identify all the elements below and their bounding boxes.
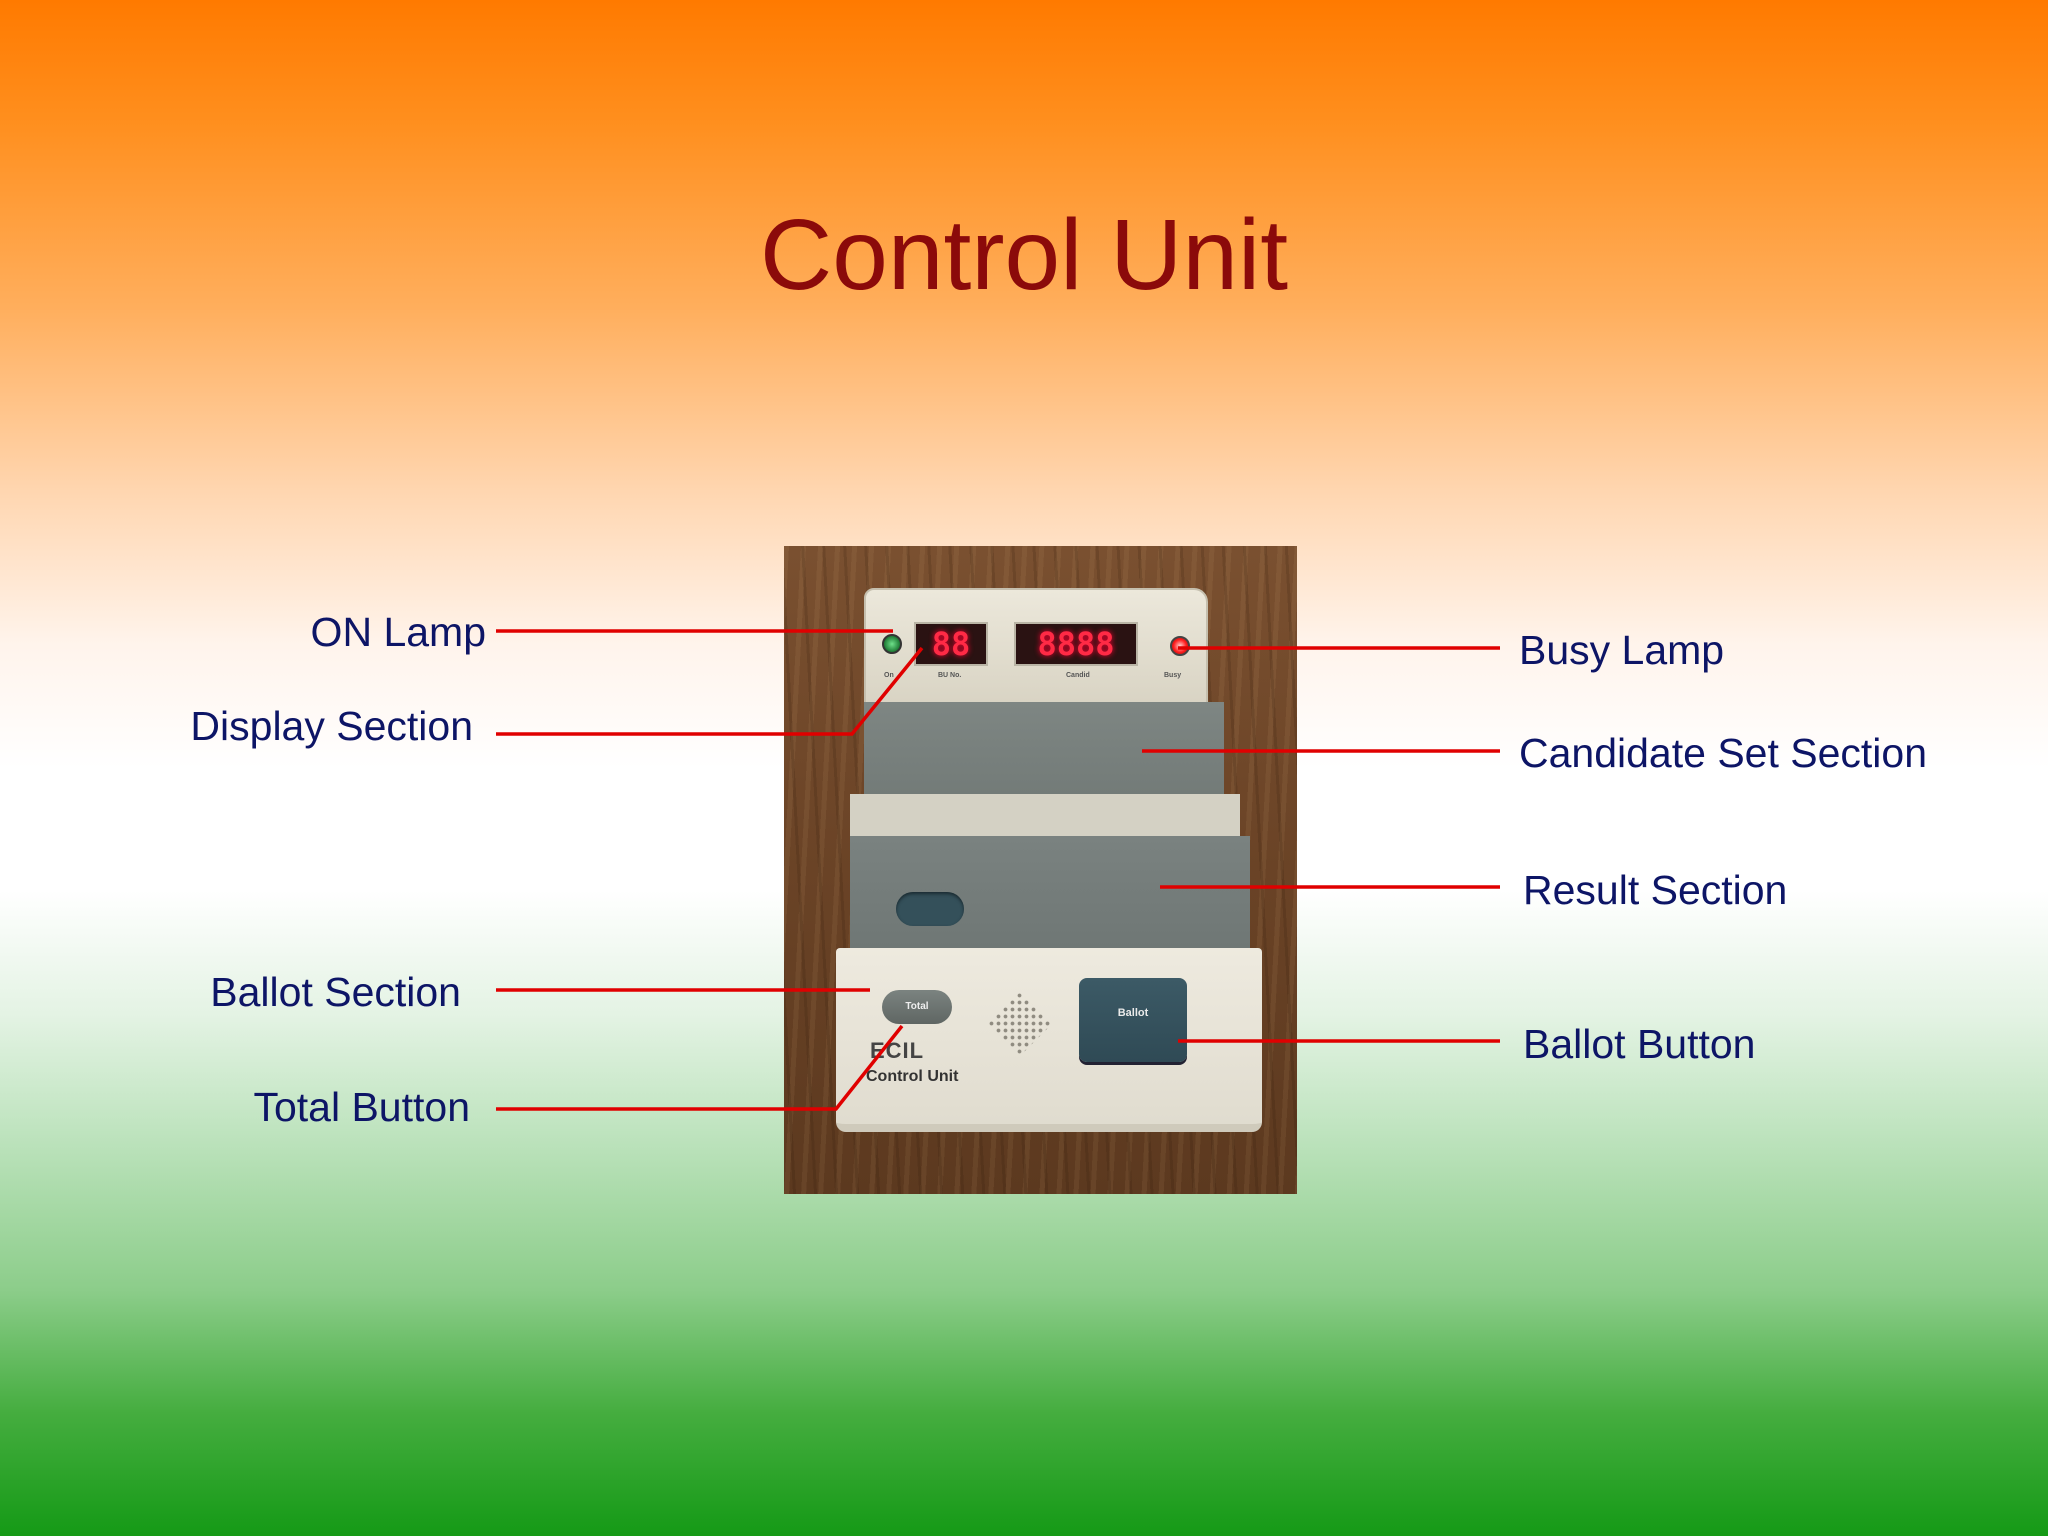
- candidate-set-panel: [864, 702, 1224, 794]
- on-lamp-light: [882, 634, 902, 654]
- label-result-section: Result Section: [1523, 867, 1788, 913]
- label-candidate-set-section: Candidate Set Section: [1519, 730, 1927, 776]
- label-ballot-button: Ballot Button: [1523, 1021, 1756, 1067]
- panel-label-bu: BU No.: [938, 672, 962, 679]
- panel-label-candid: Candid: [1066, 672, 1090, 679]
- total-key: Total: [882, 990, 952, 1024]
- ballot-key: Ballot: [1079, 978, 1187, 1062]
- leader-display-section: [496, 646, 924, 736]
- result-key: [896, 892, 964, 926]
- unit-name-text: Control Unit: [866, 1068, 959, 1085]
- display-digits-left: 88: [914, 622, 988, 666]
- brand-logo: ECIL: [870, 1038, 925, 1063]
- label-display-section: Display Section: [190, 703, 473, 749]
- label-ballot-section: Ballot Section: [210, 969, 461, 1015]
- panel-label-busy: Busy: [1164, 672, 1182, 679]
- panel-divider: [850, 794, 1240, 836]
- panel-label-on: On: [884, 672, 894, 679]
- leader-total-button: [496, 1024, 904, 1111]
- label-busy-lamp: Busy Lamp: [1519, 627, 1725, 673]
- label-on-lamp: ON Lamp: [310, 609, 486, 655]
- display-panel: 88 8888 On BU No. Candid Busy: [864, 588, 1208, 704]
- slide-title: Control Unit: [760, 199, 1288, 311]
- label-total-button: Total Button: [253, 1084, 470, 1130]
- busy-lamp-light: [1170, 636, 1190, 656]
- display-digits-right: 8888: [1014, 622, 1138, 666]
